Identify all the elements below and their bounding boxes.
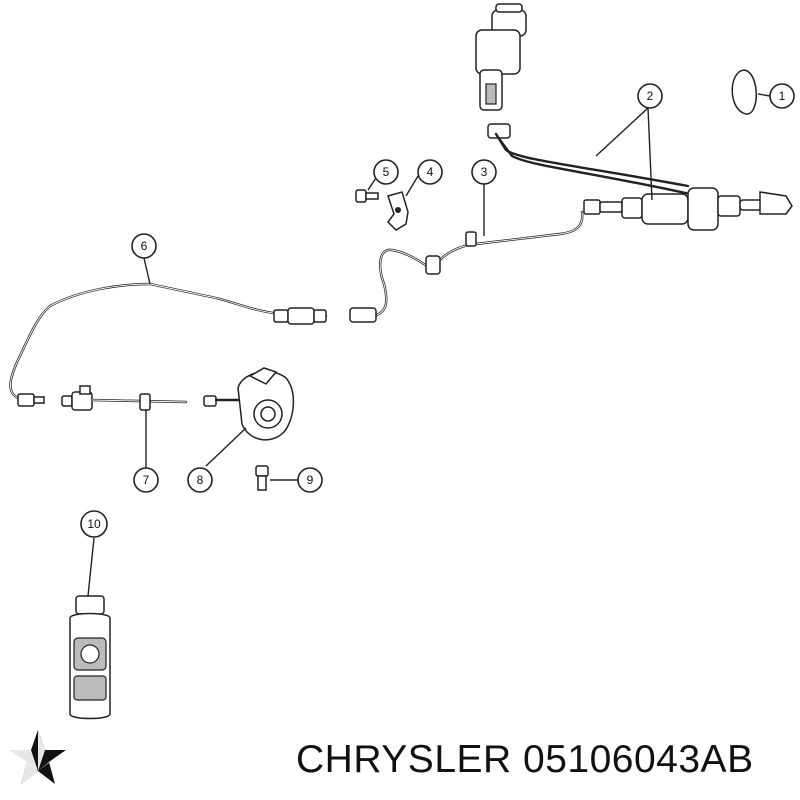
part-6-pipe xyxy=(9,257,328,407)
part-caption: CHRYSLER 05106043AB xyxy=(296,738,754,782)
part-number: 05106043AB xyxy=(523,738,754,781)
callout-6: 6 xyxy=(131,233,157,259)
callout-label: 7 xyxy=(143,473,150,487)
callout-label: 2 xyxy=(647,89,654,103)
part-4-bracket xyxy=(387,175,419,231)
callout-label: 4 xyxy=(427,165,434,179)
part-7-fitting-pipe xyxy=(61,385,188,468)
part-2-master-cylinder xyxy=(475,3,793,231)
callout-label: 6 xyxy=(141,239,148,253)
callout-5: 5 xyxy=(373,159,399,185)
part-5-bolt xyxy=(355,177,379,203)
callout-7: 7 xyxy=(133,467,159,493)
callout-4: 4 xyxy=(417,159,443,185)
part-9-bolt xyxy=(255,465,298,491)
part-1-seal xyxy=(731,69,771,115)
part-10-fluid-bottle xyxy=(69,537,111,720)
callout-10: 10 xyxy=(80,510,108,538)
brand-name: CHRYSLER xyxy=(296,738,512,781)
callout-label: 10 xyxy=(87,517,101,531)
callout-9: 9 xyxy=(297,467,323,493)
callout-label: 9 xyxy=(307,473,314,487)
part-3-hose xyxy=(349,184,584,323)
pentastar-icon xyxy=(10,730,66,784)
part-8-slave-cylinder xyxy=(203,367,295,467)
callout-1: 1 xyxy=(769,83,795,109)
callout-label: 8 xyxy=(197,473,204,487)
callout-label: 1 xyxy=(779,89,786,103)
callout-3: 3 xyxy=(471,159,497,185)
callout-2: 2 xyxy=(637,83,663,109)
callout-8: 8 xyxy=(187,467,213,493)
callout-label: 5 xyxy=(383,165,390,179)
callout-label: 3 xyxy=(481,165,488,179)
